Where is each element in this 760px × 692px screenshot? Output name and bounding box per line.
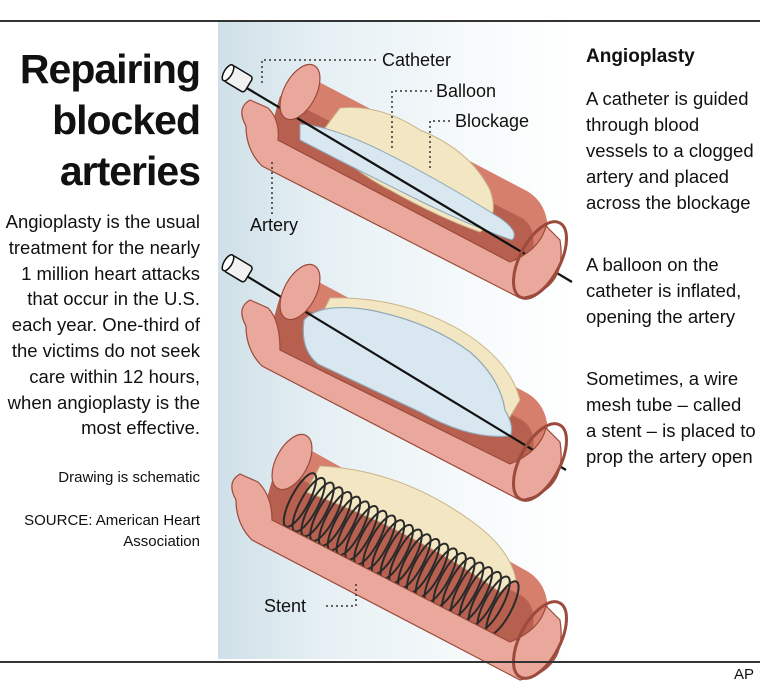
source-credit: SOURCE: American Heart Association [24, 512, 200, 551]
stent-leader [326, 584, 357, 607]
artery-2-front-wall [241, 299, 562, 501]
artery-1-rim [279, 63, 321, 121]
intro-text: Angioplasty is the usual treatment for t… [5, 211, 200, 439]
catheter-tip-1 [221, 64, 253, 93]
step-3-text: Sometimes, a wire mesh tube – called a s… [586, 368, 756, 467]
artery-2-opening [512, 422, 568, 502]
artery-1-front-wall [241, 99, 562, 299]
left-column: Repairing blocked arteries Angioplasty i… [0, 44, 201, 552]
leader-lines [261, 59, 450, 607]
sidebar-title: Angioplasty [586, 46, 695, 67]
balloon-leader [391, 90, 432, 150]
artery-2 [221, 254, 568, 502]
bottom-rule [0, 661, 760, 663]
step-1-text: A catheter is guided through blood vesse… [586, 88, 754, 213]
label-blockage: Blockage [455, 111, 529, 131]
artery-2-rim [279, 263, 321, 321]
artery-3 [231, 433, 568, 681]
artery-1 [221, 63, 573, 300]
top-rule [0, 20, 760, 22]
ap-credit: AP [733, 666, 754, 683]
artery-3-opening [512, 600, 568, 680]
right-column: Angioplasty A catheter is guided through… [586, 46, 756, 470]
catheter-leader [261, 59, 376, 84]
artery-3-front-wall [231, 473, 562, 681]
catheter-tip-2 [221, 254, 253, 283]
label-catheter: Catheter [382, 50, 451, 70]
label-stent: Stent [264, 596, 306, 616]
label-artery: Artery [250, 215, 298, 235]
schematic-note: Drawing is schematic [58, 469, 200, 487]
artery-3-rim [271, 433, 313, 491]
blockage-leader [429, 120, 450, 170]
headline: Repairing blocked arteries [19, 46, 201, 194]
artery-1-opening [512, 220, 568, 300]
label-balloon: Balloon [436, 81, 496, 101]
step-2-text: A balloon on the catheter is inflated, o… [586, 254, 742, 327]
